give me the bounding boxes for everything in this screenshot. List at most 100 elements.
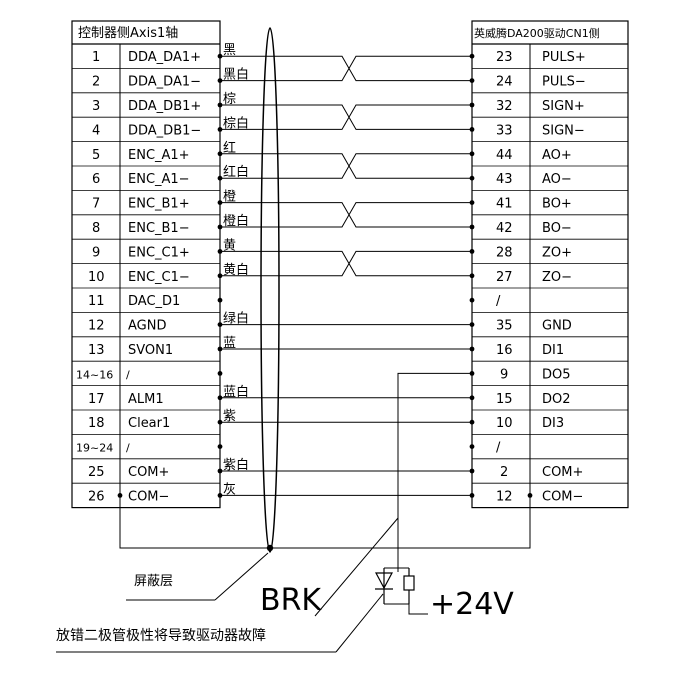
left-table-header: 控制器侧Axis1轴 [78, 26, 178, 41]
left-pin-number: 3 [92, 99, 100, 114]
left-terminal-dot [217, 151, 223, 157]
wire-color-label: 蓝白 [223, 384, 249, 400]
right-pin-number: 28 [496, 245, 513, 260]
right-signal-name: PULS+ [542, 50, 586, 65]
left-terminal-dot [217, 371, 223, 376]
right-pin-number: 32 [496, 99, 513, 114]
supply-24v-lead [408, 604, 428, 615]
wire-color-label: 灰 [223, 482, 236, 497]
right-signal-name: BO− [542, 221, 572, 236]
right-pin-number: 15 [496, 392, 513, 407]
diode-polarity-warning: 放错二极管极性将导致驱动器故障 [56, 628, 266, 644]
twisted-pair-wire [220, 250, 472, 277]
left-signal-name: DDA_DA1− [128, 75, 201, 90]
supply-24v-label: +24V [430, 587, 514, 622]
right-terminal-dot [469, 395, 475, 401]
left-terminal-dot [217, 468, 223, 474]
right-terminal-dot [469, 346, 475, 352]
left-pin-number: 10 [88, 270, 105, 285]
left-pin-number: 18 [88, 416, 105, 431]
left-pin-number: 5 [92, 148, 100, 163]
left-terminal-dot [217, 297, 223, 303]
left-table-border [71, 20, 221, 509]
left-terminal-dot [217, 200, 223, 206]
left-signal-name: DDA_DA1+ [128, 50, 201, 65]
right-terminal-dot [469, 126, 475, 132]
brk-label: BRK [260, 583, 322, 618]
twisted-pair-wire [220, 153, 472, 179]
warning-leader-line [335, 593, 384, 653]
right-signal-name: BO+ [542, 197, 572, 212]
left-signal-name: / [126, 442, 130, 455]
right-terminal-dot [469, 175, 475, 181]
left-terminal-dot [217, 346, 223, 352]
right-signal-name: DO2 [542, 392, 571, 407]
brk-leader-line [314, 517, 399, 617]
right-signal-name: ZO+ [542, 245, 572, 260]
shield-leader-line [214, 552, 269, 601]
right-signal-name: DI1 [542, 343, 564, 358]
right-pin-number: 35 [496, 319, 513, 334]
wire-color-label: 橙 [223, 190, 236, 205]
right-terminal-dot [469, 468, 475, 474]
left-terminal-dot [217, 78, 223, 83]
right-table-border [471, 20, 629, 509]
right-pin-number: 24 [496, 75, 513, 90]
left-signal-name: ENC_C1− [128, 270, 190, 285]
wire-color-label: 紫 [223, 409, 236, 424]
right-pin-number: / [496, 441, 501, 456]
left-terminal-dot [217, 273, 223, 279]
left-signal-name: DAC_D1 [128, 294, 180, 309]
left-terminal-dot [217, 175, 223, 181]
right-signal-name: SIGN− [542, 123, 585, 138]
left-signal-name: DDA_DB1− [128, 123, 201, 138]
right-pin-number: 12 [496, 489, 513, 504]
right-signal-name: GND [542, 319, 572, 334]
wire-color-label: 黑白 [223, 67, 249, 83]
left-signal-name: Clear1 [128, 416, 170, 431]
cable-shield-ellipse [260, 27, 280, 553]
right-signal-name: PULS− [542, 75, 586, 90]
right-pin-number: 23 [496, 50, 513, 65]
left-pin-number: 9 [92, 245, 100, 260]
right-pin-number: 9 [500, 367, 508, 382]
right-terminal-dot [469, 224, 475, 230]
right-terminal-dot [469, 371, 475, 376]
left-terminal-dot [217, 493, 223, 498]
left-signal-name: DDA_DB1+ [128, 99, 201, 114]
right-signal-name: AO+ [542, 148, 572, 163]
right-terminal-dot [469, 419, 475, 425]
left-pin-number: 1 [92, 50, 100, 65]
left-signal-name: ENC_A1+ [128, 148, 190, 163]
left-terminal-dot [217, 249, 223, 254]
ground-junction-dot [117, 493, 123, 498]
right-signal-name: AO− [542, 172, 572, 187]
left-pin-number: 17 [88, 392, 105, 407]
right-signal-name: ZO− [542, 270, 572, 285]
wire-color-label: 绿白 [223, 311, 249, 327]
left-pin-number: 4 [92, 123, 100, 138]
twisted-pair-wire [220, 202, 472, 228]
wire-color-label: 黄 [223, 238, 236, 253]
right-terminal-dot [469, 249, 475, 254]
wire-color-label: 红白 [223, 164, 249, 180]
left-terminal-dot [217, 419, 223, 425]
wire-color-label: 橙白 [223, 213, 249, 229]
twisted-pair-wire [220, 153, 472, 179]
left-terminal-dot [217, 126, 223, 132]
left-signal-name: ENC_B1− [128, 221, 190, 236]
left-pin-number: 19~24 [76, 442, 113, 455]
left-pin-number: 26 [88, 489, 105, 504]
twisted-pair-wire [220, 104, 472, 130]
right-signal-name: COM+ [542, 465, 583, 480]
ground-junction-dot [527, 493, 533, 498]
right-terminal-dot [469, 297, 475, 303]
left-signal-name: ENC_C1+ [128, 245, 190, 260]
wire-color-label: 红 [223, 140, 236, 156]
wire-color-label: 黄白 [223, 262, 249, 278]
right-table-header: 英威腾DA200驱动CN1侧 [474, 26, 600, 40]
right-pin-number: 43 [496, 172, 513, 187]
left-terminal-dot [217, 53, 223, 59]
